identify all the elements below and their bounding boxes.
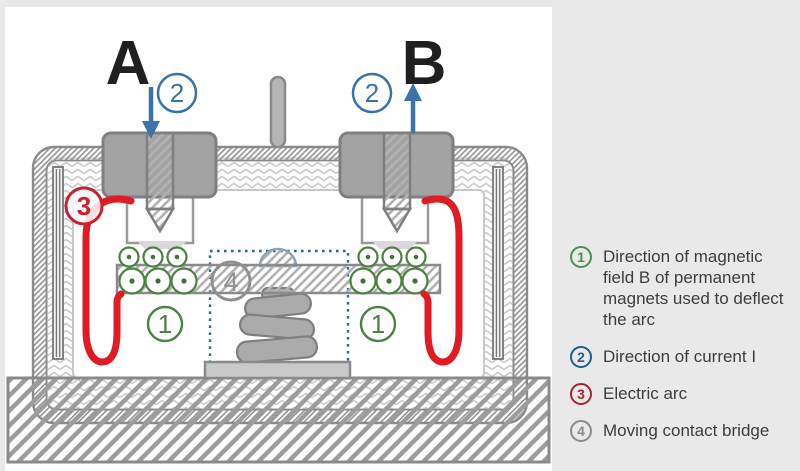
legend-number-2-icon: 2 [570, 346, 592, 368]
callout-current-right-number: 2 [365, 78, 379, 108]
legend-number-4-icon: 4 [570, 420, 592, 442]
magnet-left [52, 166, 64, 360]
legend-item-contact-bridge: 4 Moving contact bridge [570, 420, 790, 442]
legend-item-electric-arc: 3 Electric arc [570, 383, 790, 405]
callout-current-left-number: 2 [170, 78, 184, 108]
field-symbols-left [118, 246, 198, 295]
actuator-dome [258, 247, 298, 268]
actuator-pin [269, 75, 287, 149]
callout-arc-number: 3 [77, 191, 91, 221]
ground-base [6, 376, 551, 464]
callout-bridge: 4 [210, 260, 252, 302]
contactor-diagram: 2 2 3 1 1 4 A B [5, 7, 552, 471]
legend: 1 Direction of magnetic field B of perma… [552, 0, 800, 471]
screw-b [381, 131, 413, 234]
callout-arc: 3 [64, 186, 104, 226]
callout-field-left-number: 1 [158, 309, 172, 339]
legend-number-3-icon: 3 [570, 383, 592, 405]
screw-a [144, 131, 176, 234]
spring [235, 286, 318, 364]
legend-item-current: 2 Direction of current I [570, 346, 790, 368]
magnet-right [492, 166, 504, 360]
legend-label-magnetic-field: Direction of magnetic field B of permane… [603, 247, 784, 329]
callout-field-right: 1 [359, 305, 397, 343]
electric-arc-right [420, 195, 463, 366]
callout-field-left: 1 [146, 305, 184, 343]
legend-label-electric-arc: Electric arc [603, 384, 688, 403]
legend-item-magnetic-field: 1 Direction of magnetic field B of perma… [570, 246, 790, 330]
label-terminal-b: B [402, 29, 447, 98]
current-arrow-down-icon [142, 87, 160, 139]
field-symbols-right [349, 246, 429, 295]
label-terminal-a: A [106, 29, 151, 98]
legend-number-1-icon: 1 [570, 246, 592, 268]
legend-label-contact-bridge: Moving contact bridge [603, 421, 770, 440]
spring-base-plate [203, 360, 352, 380]
callout-field-right-number: 1 [371, 309, 385, 339]
callout-bridge-number: 4 [223, 267, 238, 297]
callout-current-left: 2 [156, 72, 198, 114]
legend-label-current: Direction of current I [603, 347, 757, 366]
callout-current-right: 2 [351, 72, 393, 114]
current-arrow-up-icon [404, 83, 422, 133]
